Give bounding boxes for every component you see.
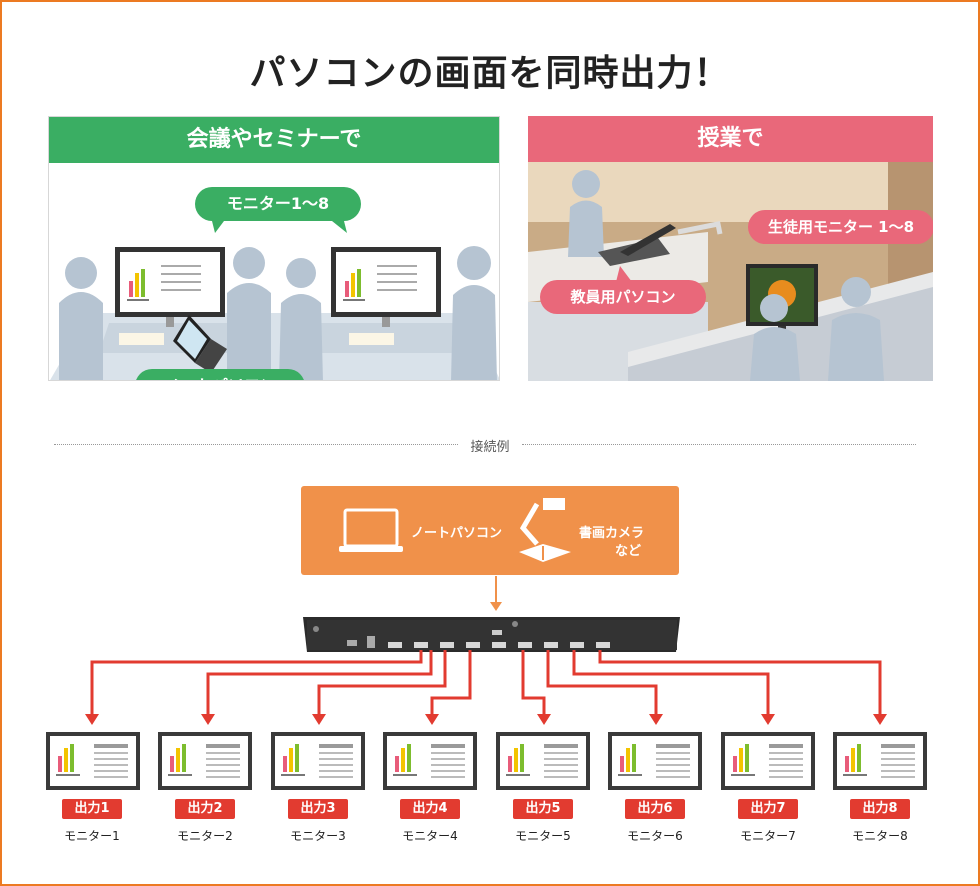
laptop-bubble: ノートパソコン [135, 369, 305, 380]
classroom-heading: 授業で [528, 116, 933, 162]
monitor-icon [608, 732, 702, 790]
source-box: ノートパソコン 書画カメラ など [301, 486, 679, 575]
document-camera-icon [519, 498, 571, 562]
monitor-caption-1: モニター1 [64, 829, 120, 843]
bubble-tails [211, 217, 347, 233]
monitor-caption-2: モニター2 [177, 829, 233, 843]
output-label-1: 出力1 [62, 799, 122, 819]
output-label-6: 出力6 [625, 799, 685, 819]
laptop-icon [173, 315, 227, 373]
monitor-icon [721, 732, 815, 790]
output-label-5: 出力5 [513, 799, 573, 819]
monitor-icon [496, 732, 590, 790]
meeting-heading: 会議やセミナーで [49, 117, 499, 163]
connection-example-label: 接続例 [460, 436, 520, 455]
monitor-icon [833, 732, 927, 790]
monitor-icon [331, 247, 441, 327]
output-label-3: 出力3 [288, 799, 348, 819]
laptop-icon [339, 508, 403, 552]
meeting-panel: 会議やセミナーで [48, 116, 500, 381]
monitor-icon [158, 732, 252, 790]
source-laptop-label: ノートパソコン [411, 526, 503, 541]
camera-label-line2: など [615, 544, 642, 559]
camera-label-line1: 書画カメラ [579, 526, 645, 541]
output-arrows [85, 714, 887, 725]
divider-right [522, 444, 916, 445]
monitor-caption-5: モニター5 [515, 829, 571, 843]
output-label-8: 出力8 [850, 799, 910, 819]
monitor-caption-4: モニター4 [402, 829, 458, 843]
classroom-panel: 授業で 生徒用モニター 1～8 教員用パソコン [528, 116, 933, 381]
page-title: パソコンの画面を同時出力！ [249, 53, 731, 94]
monitor-caption-3: モニター3 [290, 829, 346, 843]
output-lines [90, 650, 882, 716]
source-arrow [490, 602, 502, 611]
monitor-caption-7: モニター7 [740, 829, 796, 843]
output-label-2: 出力2 [175, 799, 235, 819]
output-label-4: 出力4 [400, 799, 460, 819]
monitor-caption-6: モニター6 [627, 829, 683, 843]
monitor-bubble: モニター1～8 [195, 187, 361, 221]
monitor-caption-8: モニター8 [852, 829, 908, 843]
divider-left [54, 444, 458, 445]
monitor-icon [115, 247, 225, 327]
output-label-7: 出力7 [738, 799, 798, 819]
bubble-tail [616, 266, 632, 282]
teacher-pc-bubble: 教員用パソコン [540, 280, 706, 314]
monitor-icon [46, 732, 140, 790]
classroom-illustration [528, 162, 933, 381]
student-monitor-bubble: 生徒用モニター 1～8 [748, 210, 933, 244]
monitor-icon [271, 732, 365, 790]
splitter-device-icon [303, 617, 680, 652]
monitor-icon [383, 732, 477, 790]
